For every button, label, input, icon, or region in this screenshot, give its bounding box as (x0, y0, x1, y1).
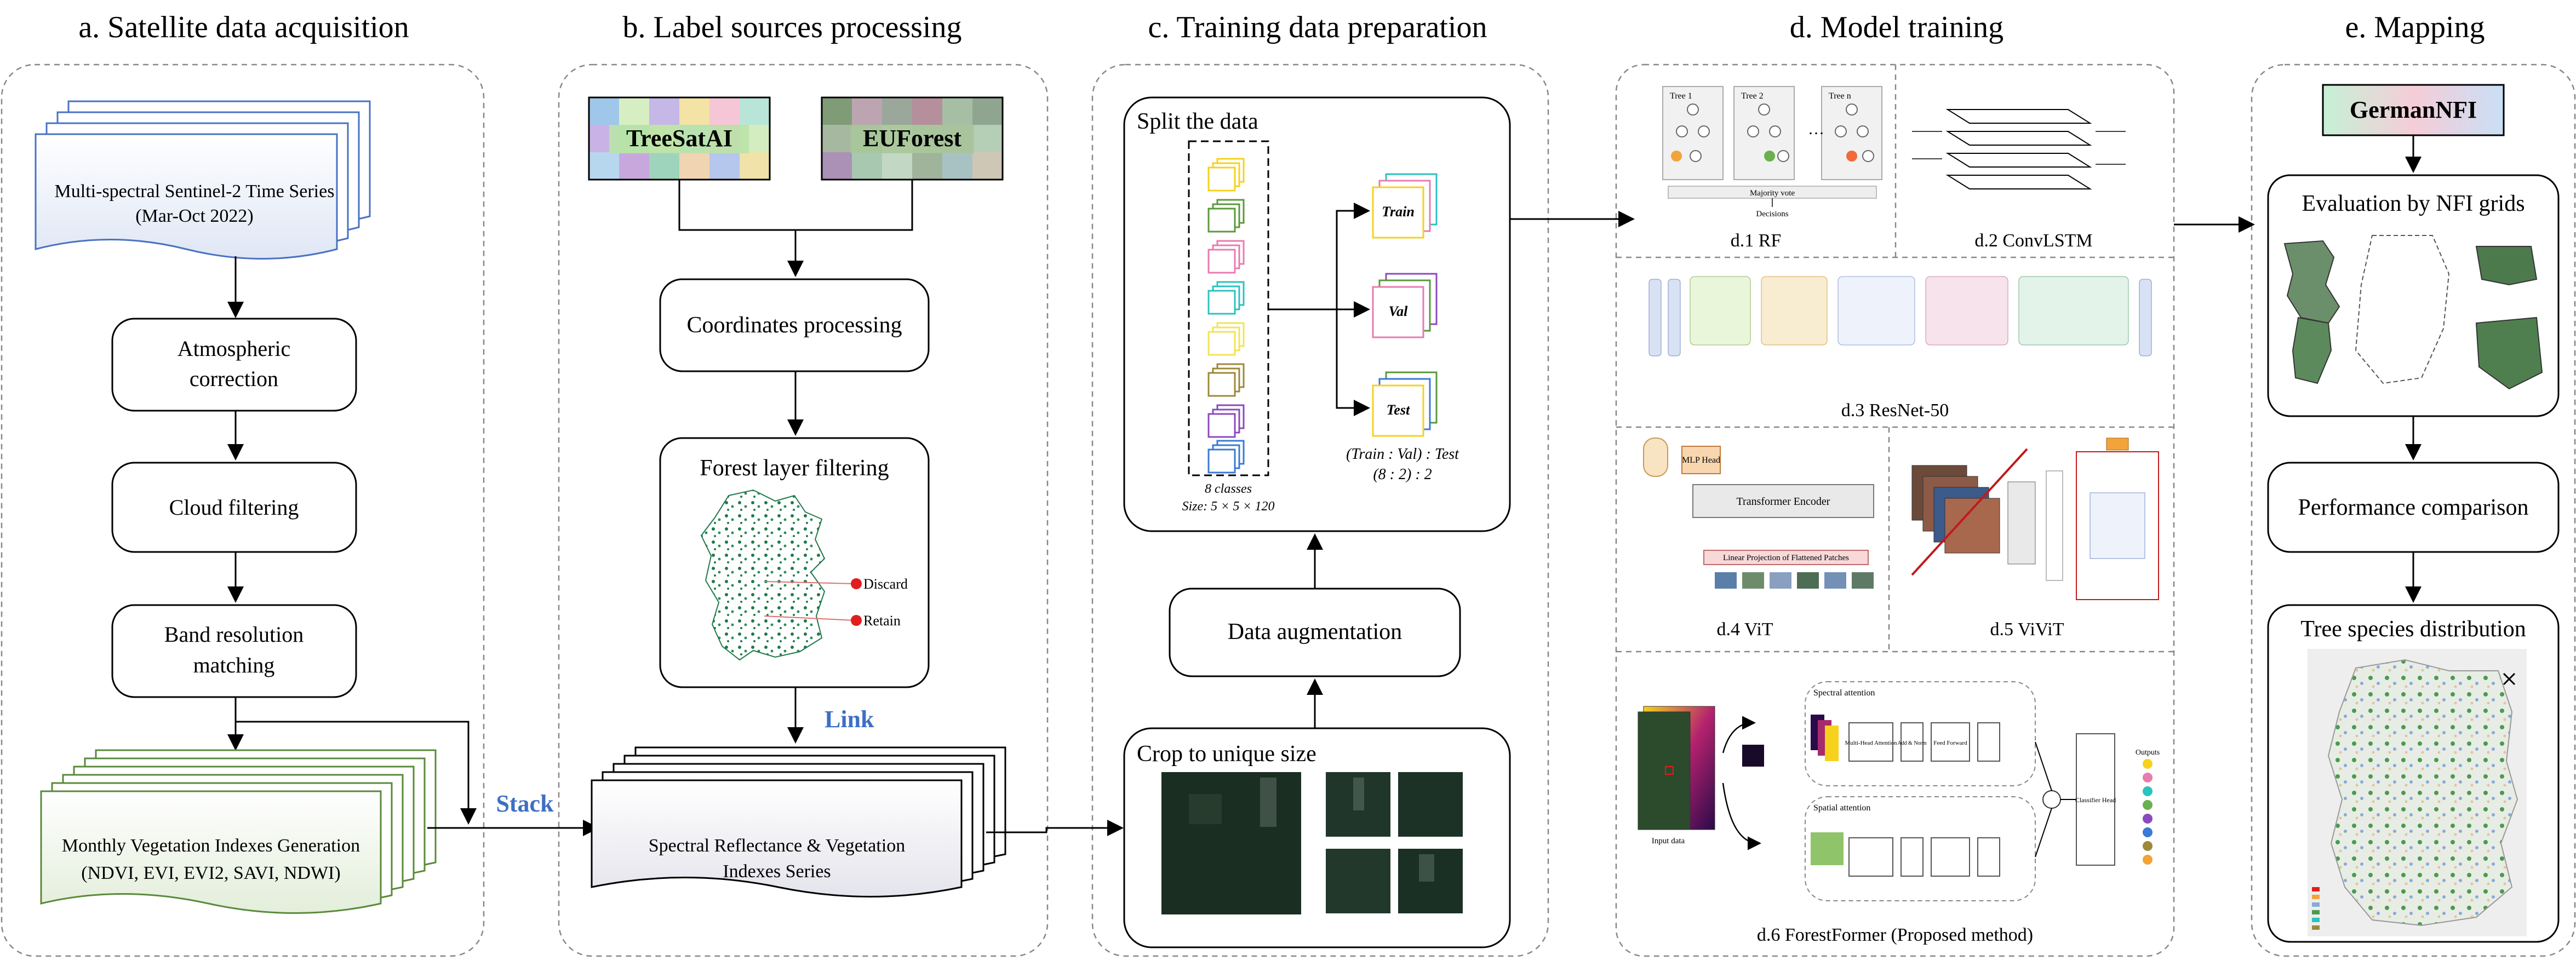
nfi-grid-map (2279, 225, 2548, 408)
ff-classifier: Classifier Head (2075, 796, 2116, 804)
sentinel-doc-stack (35, 100, 371, 260)
panel-e (2251, 64, 2576, 957)
convlstm-diagram (1912, 109, 2126, 189)
ff-spectral: Spectral attention (1813, 688, 1875, 698)
vit-encoder: Transformer Encoder (1737, 496, 1830, 508)
forestformer-diagram (1638, 681, 2153, 901)
classes-line2: Size: 5 × 5 × 120 (1182, 499, 1274, 514)
atmospheric-correction-line1: Atmospheric (178, 336, 291, 361)
vit-linear: Linear Projection of Flattened Patches (1723, 554, 1849, 562)
rf-tree2: Tree 2 (1741, 91, 1764, 101)
germany-forest-map (700, 489, 826, 661)
stack-label: Stack (496, 790, 554, 817)
sentinel-doc-line1: Multi-spectral Sentinel-2 Time Series (55, 181, 335, 202)
cloud-filtering-box (111, 462, 357, 553)
class-sample-stacks (1207, 158, 1245, 474)
rf-caption: d.1 RF (1731, 231, 1782, 251)
val-label: Val (1389, 303, 1408, 319)
panel-b (558, 64, 1049, 957)
section-c-title: c. Training data preparation (1148, 10, 1487, 44)
tree-species-map (2308, 649, 2527, 936)
sentinel-doc-line2: (Mar-Oct 2022) (135, 206, 254, 226)
classes-dashed-frame (1188, 140, 1269, 476)
data-augmentation-label: Data augmentation (1228, 619, 1402, 644)
german-nfi-label: GermanNFI (2350, 96, 2477, 123)
atmospheric-correction-line2: correction (190, 366, 278, 391)
resnet-diagram (1648, 276, 2152, 356)
train-label: Train (1382, 204, 1415, 220)
resnet-caption: d.3 ResNet-50 (1841, 400, 1949, 421)
panel-c (1091, 64, 1549, 957)
forest-layer-filtering-title: Forest layer filtering (700, 456, 889, 481)
test-stack (1372, 371, 1438, 437)
rf-tree1: Tree 1 (1670, 91, 1692, 101)
panel-a (1, 64, 485, 957)
performance-comparison-label: Performance comparison (2298, 495, 2528, 520)
vegetation-doc-line2: (NDVI, EVI, EVI2, SAVI, NDWI) (81, 863, 340, 883)
split-data-title: Split the data (1137, 109, 1258, 134)
band-resolution-line2: matching (193, 653, 275, 677)
vit-mlp: MLP Head (1682, 456, 1720, 465)
treesatai-label: TreeSatAI (626, 125, 732, 152)
vit-caption: d.4 ViT (1716, 619, 1773, 640)
spectral-doc-line1: Spectral Reflectance & Vegetation (649, 836, 906, 856)
split-data-box (1123, 96, 1511, 532)
coordinates-processing-box (659, 278, 930, 372)
treesatai-mosaic (588, 96, 771, 181)
rf-diagram: … (1662, 86, 1882, 207)
ff-spatial: Spatial attention (1813, 803, 1870, 813)
test-label: Test (1387, 402, 1410, 418)
section-d-title: d. Model training (1790, 10, 2003, 44)
retain-marker (851, 615, 862, 626)
vit-diagram (1643, 438, 1874, 589)
classes-line1: 8 classes (1205, 482, 1252, 496)
coordinates-processing-label: Coordinates processing (686, 313, 902, 338)
section-b-title: b. Label sources processing (623, 10, 962, 44)
tree-species-title: Tree species distribution (2300, 617, 2526, 642)
crop-satellite-tiles (1161, 772, 1463, 914)
vivit-caption: d.5 ViViT (1990, 619, 2064, 640)
section-a-title: a. Satellite data acquisition (78, 10, 409, 44)
retain-label: Retain (863, 613, 901, 629)
forestformer-caption: d.6 ForestFormer (Proposed method) (1757, 925, 2033, 945)
vegetation-doc-line1: Monthly Vegetation Indexes Generation (62, 836, 360, 856)
ff-addnorm: Add & Norm (1897, 740, 1927, 746)
ratio-line2: (8 : 2) : 2 (1373, 466, 1432, 483)
cloud-filtering-label: Cloud filtering (169, 495, 299, 520)
spectral-doc-line2: Indexes Series (723, 861, 831, 882)
vegetation-doc-stack (40, 749, 437, 914)
vivit-diagram (1911, 438, 2159, 600)
evaluation-title: Evaluation by NFI grids (2302, 191, 2525, 216)
val-stack (1372, 273, 1438, 338)
band-resolution-box (111, 604, 357, 698)
ff-feedforward: Feed Forward (1933, 740, 1967, 746)
ff-input: Input data (1652, 837, 1685, 845)
euforest-label: EUForest (863, 125, 961, 152)
convlstm-caption: d.2 ConvLSTM (1974, 231, 2092, 251)
rf-treen: Tree n (1829, 91, 1851, 101)
rf-vote: Majority vote (1750, 189, 1795, 198)
link-label: Link (825, 706, 874, 733)
train-stack (1372, 173, 1438, 239)
band-resolution-line1: Band resolution (164, 622, 304, 647)
data-augmentation-box (1169, 588, 1461, 677)
ff-mha: Multi-Head Attention (1845, 740, 1897, 746)
spectral-doc-stack (591, 746, 1006, 897)
german-nfi-box (2322, 84, 2505, 136)
discard-label: Discard (863, 576, 908, 592)
svg-text:…: … (1808, 120, 1824, 138)
ff-outputs: Outputs (2136, 749, 2160, 757)
ratio-line1: (Train : Val) : Test (1346, 446, 1459, 463)
crop-title: Crop to unique size (1137, 741, 1316, 767)
rf-decision: Decisions (1756, 210, 1788, 218)
section-e-title: e. Mapping (2345, 10, 2485, 44)
atmospheric-correction-box (111, 318, 357, 412)
euforest-mosaic (821, 96, 1004, 181)
discard-marker (851, 578, 862, 589)
